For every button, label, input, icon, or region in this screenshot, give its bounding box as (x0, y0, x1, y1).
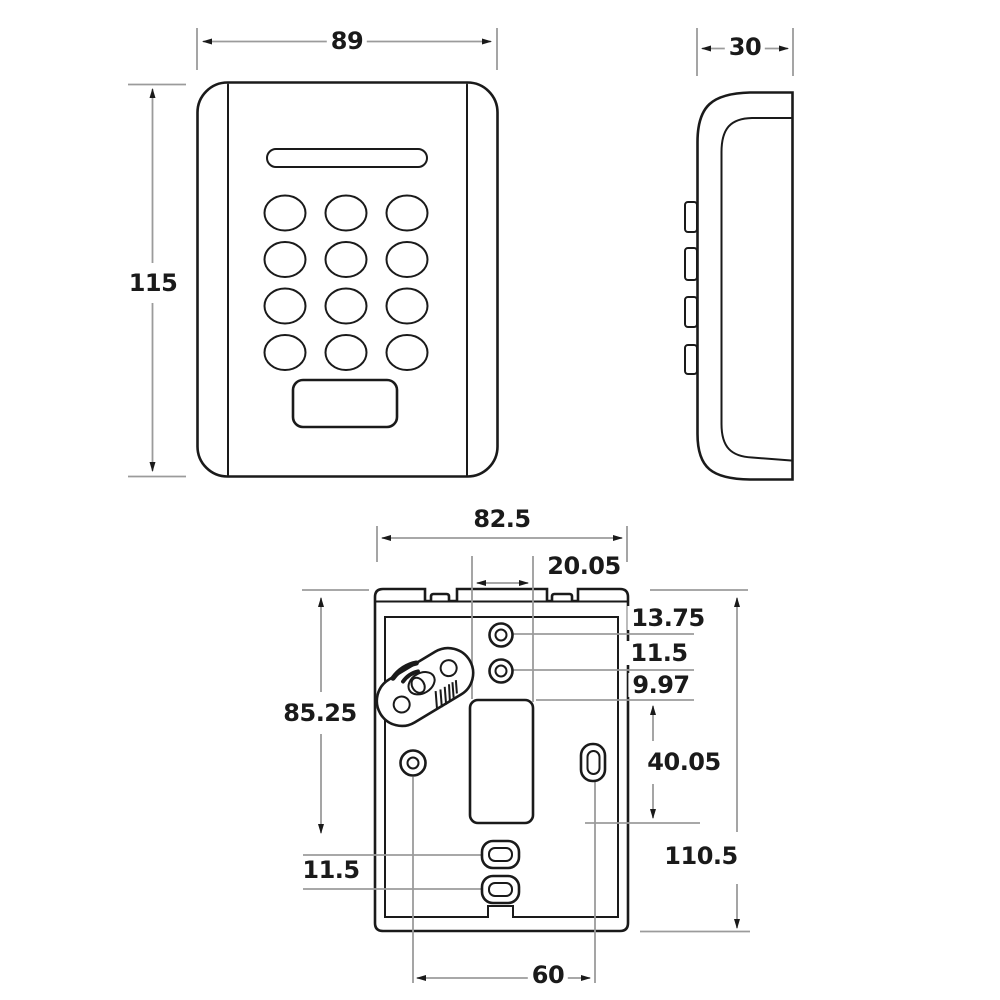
cable-clamp-boss (407, 671, 436, 696)
keypad-key (385, 287, 429, 325)
grommet-hole (488, 622, 514, 648)
front-body-outline (196, 81, 499, 478)
mounting-tab (684, 201, 698, 233)
keypad (263, 194, 429, 371)
keypad-key (263, 194, 307, 232)
display-slot (266, 148, 428, 168)
bottom-slot-inner (488, 882, 513, 897)
dim-label-back-width: 82.5 (469, 507, 535, 531)
grommet-hole-center (494, 664, 508, 678)
bottom-slot-inner (488, 847, 513, 862)
mounting-tab (684, 247, 698, 281)
dim-label-cutout-width: 20.05 (543, 554, 625, 578)
cable-clamp-shade (401, 669, 420, 684)
side-profile-inner (720, 117, 792, 462)
side-profile-outline (696, 91, 794, 481)
front-button (291, 378, 399, 429)
keypad-key (263, 241, 307, 278)
grommet-hole-center (494, 628, 508, 642)
front-view (128, 28, 499, 478)
keypad-key (324, 287, 368, 325)
keypad-key (385, 334, 429, 371)
dim-label-back-left-height: 85.25 (279, 701, 361, 725)
cable-clamp-ridges (434, 680, 458, 710)
keypad-key (324, 334, 368, 371)
cable-clamp-shade (390, 660, 419, 681)
dim-label-front-width: 89 (326, 29, 368, 53)
dim-label-back-height: 110.5 (660, 844, 742, 868)
dim-label-cutout-height: 40.05 (643, 750, 725, 774)
dim-label-hole-offset-top: 13.75 (627, 606, 709, 630)
side-view (684, 28, 794, 481)
keypad-key (324, 194, 368, 232)
mounting-tab (684, 344, 698, 375)
dim-label-slot-offset: 11.5 (298, 858, 364, 882)
mounting-hole-center (406, 756, 420, 770)
cable-clamp-hole (392, 695, 411, 714)
dim-label-hole-gap: 11.5 (626, 641, 692, 665)
cable-clamp-boss-inner (410, 676, 426, 694)
mounting-slot-vertical-inner (586, 750, 601, 775)
back-plate-inner-wall (384, 616, 619, 918)
bottom-slot (480, 874, 521, 905)
keypad-key (385, 194, 429, 232)
mounting-slot-vertical (579, 742, 607, 783)
dim-label-side-depth: 30 (724, 35, 766, 59)
keypad-key (263, 334, 307, 371)
grommet-hole (488, 658, 514, 684)
dim-label-hole-span: 60 (527, 963, 569, 987)
keypad-key (324, 241, 368, 278)
mounting-tab (684, 296, 698, 328)
wiring-cutout (468, 698, 535, 825)
keypad-key (263, 287, 307, 325)
cable-clamp (375, 646, 475, 728)
keypad-key (385, 241, 429, 278)
bottom-slot (480, 839, 521, 870)
cable-clamp-hole (439, 659, 458, 678)
mounting-hole (399, 749, 427, 777)
dim-label-front-height: 115 (124, 271, 182, 295)
dim-label-hole-to-cutout: 9.97 (628, 673, 694, 697)
